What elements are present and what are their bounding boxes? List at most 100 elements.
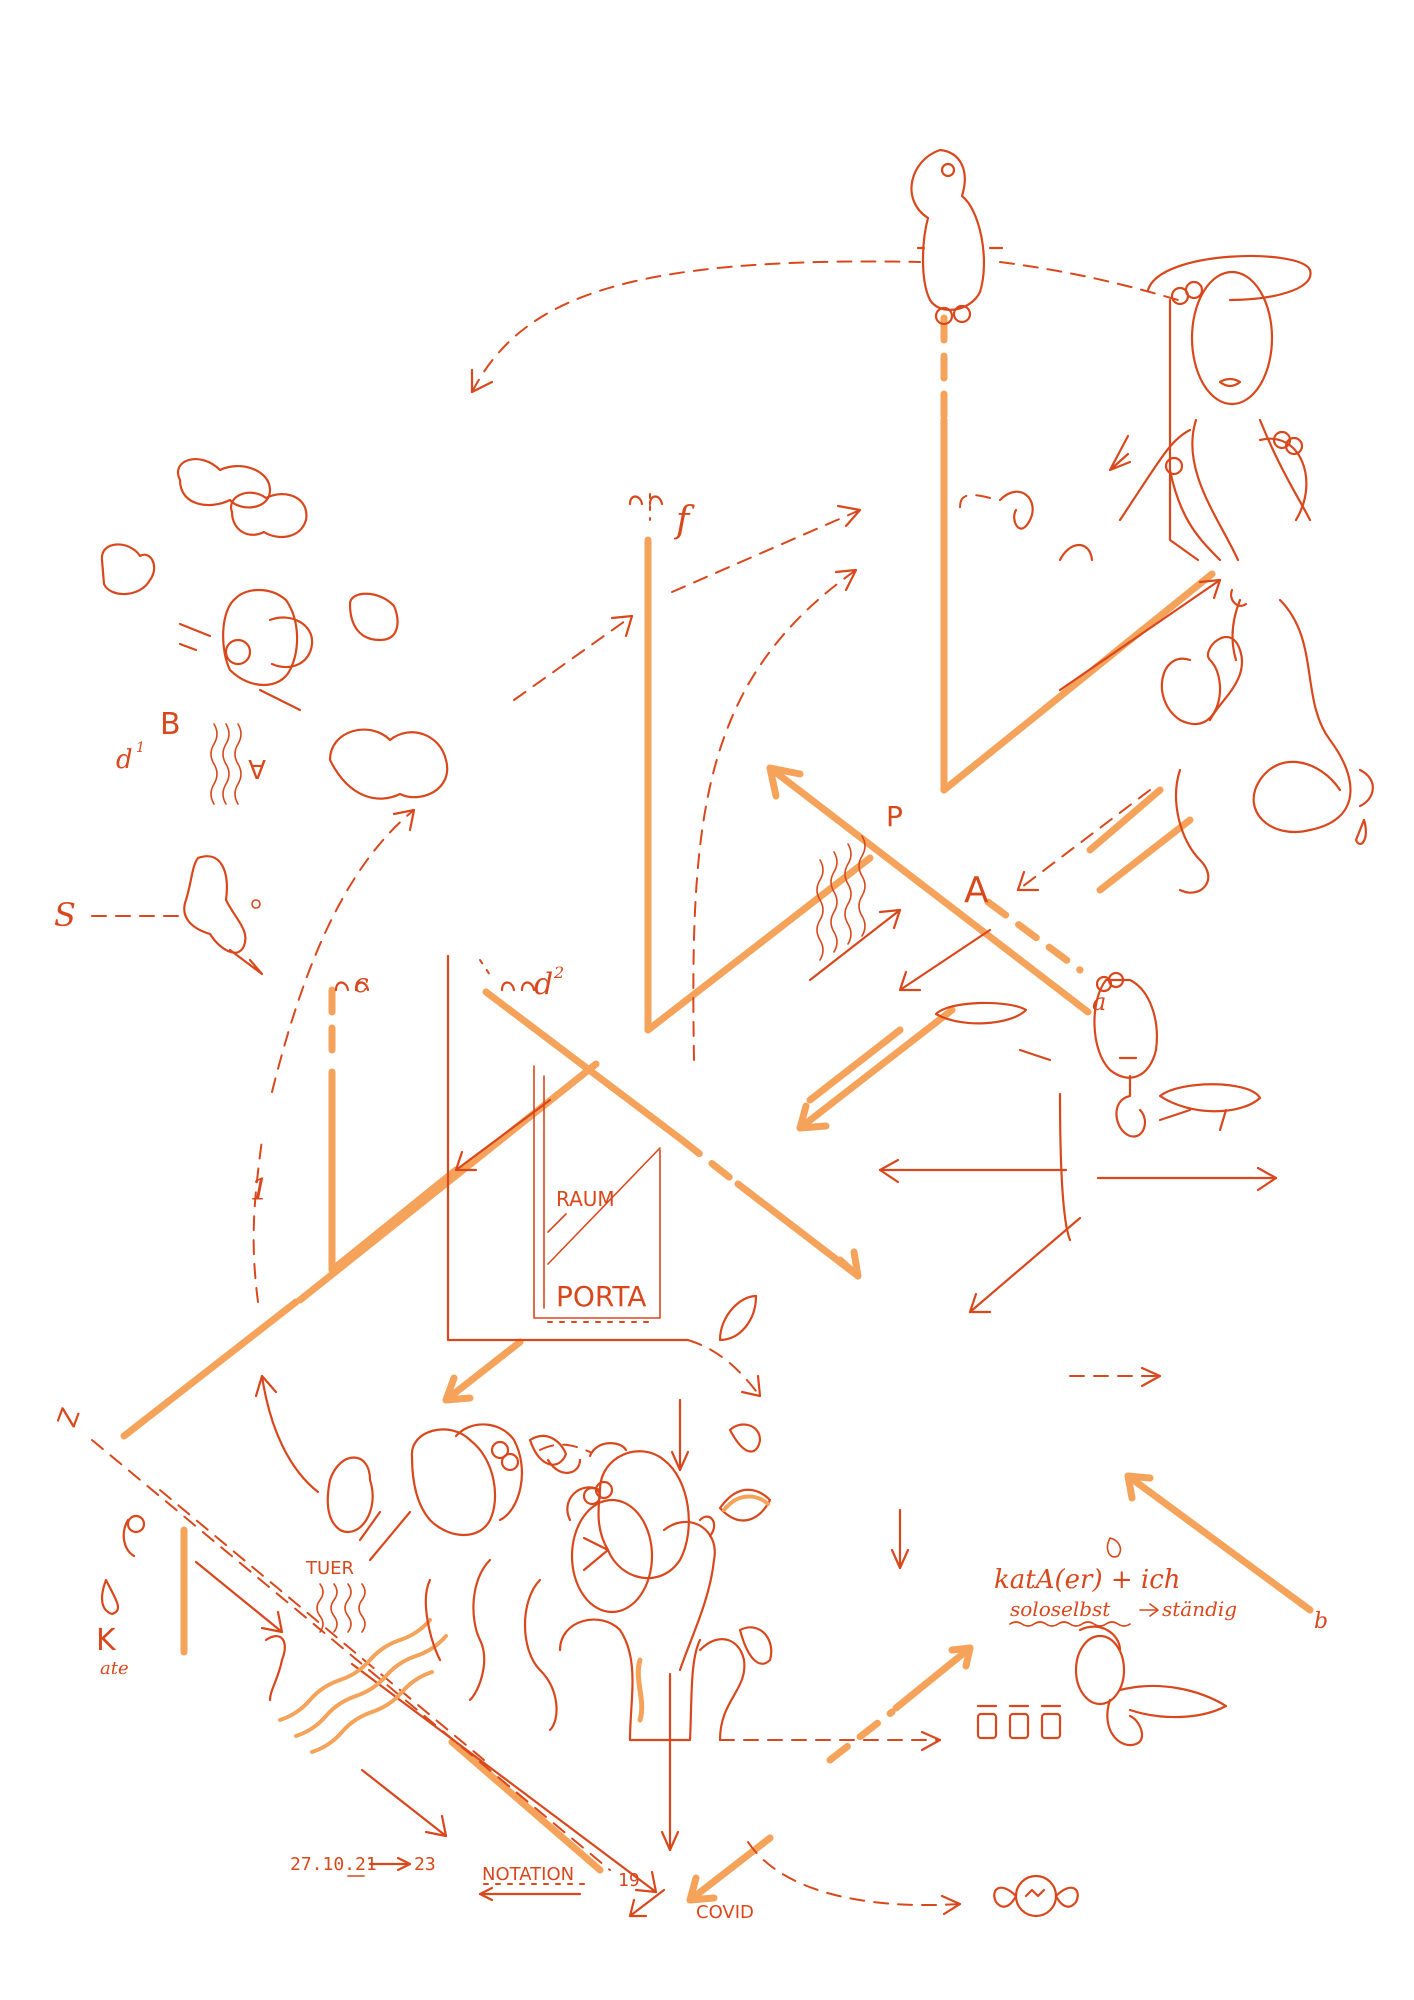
f-arrow-head (836, 504, 862, 528)
label-date: 27.10.21 (290, 1854, 377, 1875)
figure-small-left-nose (100, 1514, 146, 1616)
label-soloselbst: soloselbst (1010, 1597, 1111, 1621)
raum-arrow (547, 1213, 567, 1233)
label-d1: d (116, 745, 133, 775)
left-long-arc (271, 809, 415, 1093)
marker-diagonal-a (796, 1006, 956, 1132)
wavy-center-3 (844, 843, 852, 945)
c-diag-arrow-head (454, 1150, 478, 1172)
figure-jars (976, 1704, 1062, 1740)
porta-frame-right-dash (687, 1339, 761, 1397)
arrow-right-mid-head (1256, 1166, 1278, 1192)
mid-diag-arrow-2-head (898, 970, 922, 992)
figure-top-right-head (1108, 254, 1312, 562)
label-c: c (354, 969, 369, 999)
marker-lower-long (448, 1738, 604, 1874)
mid-diag-arrow-2 (898, 928, 992, 992)
c-diag-arrow (454, 1098, 552, 1172)
wavy-center-1 (816, 859, 824, 961)
label-z: Z (52, 1404, 86, 1431)
lower-arrow-1 (360, 1768, 448, 1838)
figure-right-tangle (1160, 588, 1374, 894)
marker-arrow-lower-mid-head (442, 1374, 474, 1404)
left-curve-lower-head (254, 1374, 278, 1398)
marker-arrow-head-a (796, 1102, 830, 1132)
f-arrow-dash (671, 509, 861, 593)
marker-cross-diagonal-1 (766, 764, 1092, 1016)
soloselbst-wave (1009, 1621, 1131, 1627)
diag-arrow-a-left (968, 1216, 1082, 1314)
marker-s-connection (806, 1026, 904, 1104)
f-curve-up (692, 569, 857, 1061)
label-d2-sup: 2 (553, 963, 564, 982)
marker-a-connection (984, 898, 1084, 974)
label-b: b (1314, 1609, 1328, 1634)
left-diagonal-arrow (513, 615, 633, 701)
figure-a-head (1093, 971, 1262, 1138)
top-arc-arrowhead (470, 368, 494, 394)
arrow-19-covid-head (628, 1898, 648, 1918)
label-kata: katA(er) + ich (994, 1565, 1181, 1595)
label-23: 23 (414, 1854, 436, 1875)
label-d1-sup: 1 (136, 740, 145, 756)
marker-diagonal-top (940, 570, 1216, 794)
lower-long-solid (350, 1662, 658, 1894)
z-solid-line (194, 1560, 284, 1634)
marker-structure (120, 314, 1314, 1904)
a-body-line (1058, 1092, 1072, 1242)
label-one: 1 (250, 1173, 269, 1208)
marker-cross-diagonal-2 (482, 988, 686, 1144)
label-kate-ate: ate (100, 1658, 129, 1679)
marker-arrowhead-bottom (836, 1248, 862, 1280)
label-covid: COVID (696, 1902, 754, 1923)
vertical-down-arrow-1-head (660, 1830, 680, 1852)
figure-candy (993, 1874, 1079, 1918)
marker-right-down (1086, 786, 1164, 854)
label-a: a (1092, 988, 1106, 1016)
ink-lines (91, 260, 1278, 1918)
top-right-dash (999, 261, 1179, 301)
wavy-orange-2 (294, 1634, 448, 1738)
wavy-center-4 (858, 835, 866, 937)
left-1-dash (252, 1139, 263, 1303)
notation-arrow-head (478, 1886, 494, 1902)
wavy-tuer-1 (316, 1583, 324, 1633)
porta-door-arrow (547, 1147, 661, 1265)
wavy-tuer-3 (344, 1583, 352, 1633)
label-notation: NOTATION (482, 1864, 574, 1885)
covid-arc-head (940, 1894, 962, 1916)
right-connection-top (1168, 298, 1200, 562)
lower-horizontal-dash-head (920, 1730, 942, 1752)
figure-kata-creature (1074, 1537, 1228, 1747)
arrow-left-mid-head (878, 1158, 900, 1184)
figure-a-boat (934, 1001, 1028, 1025)
right-connection-arrow (1058, 578, 1222, 692)
marker-lower-right-dash (826, 1708, 896, 1764)
wavy-orange-3 (310, 1670, 434, 1754)
right-connection-arrow-head (1198, 578, 1222, 600)
diag-arrow-a-left-head (968, 1292, 992, 1314)
marker-right-b (1124, 1472, 1314, 1614)
marker-cross-diagonal-2-dash (678, 1136, 742, 1188)
wavy-left-1 (210, 723, 218, 805)
wavy-center-2 (830, 851, 838, 953)
lower-long-solid-head (634, 1870, 658, 1894)
left-diagonal-arrow-head (610, 614, 634, 638)
marker-arrow-lower-mid (442, 1338, 524, 1404)
zigzag-mid-arrow-head (878, 908, 902, 930)
wavy-left-2 (222, 723, 230, 805)
marker-right-down2 (1096, 816, 1194, 894)
z-solid-line-head (260, 1610, 284, 1634)
lower-arrow-1-head (424, 1814, 448, 1838)
label-p: P (886, 800, 903, 833)
figure-left-clouds (100, 458, 449, 800)
figure-lower-crowd (326, 1423, 773, 1742)
label-a-center: A (964, 870, 989, 911)
figure-leaf-misc (264, 490, 1094, 1702)
label-d2: d (534, 967, 553, 1002)
z-dash-line (91, 1439, 611, 1871)
label-s: S (54, 896, 76, 934)
left-curve-lower (260, 1374, 320, 1494)
marker-diagonal-c (328, 1166, 460, 1274)
